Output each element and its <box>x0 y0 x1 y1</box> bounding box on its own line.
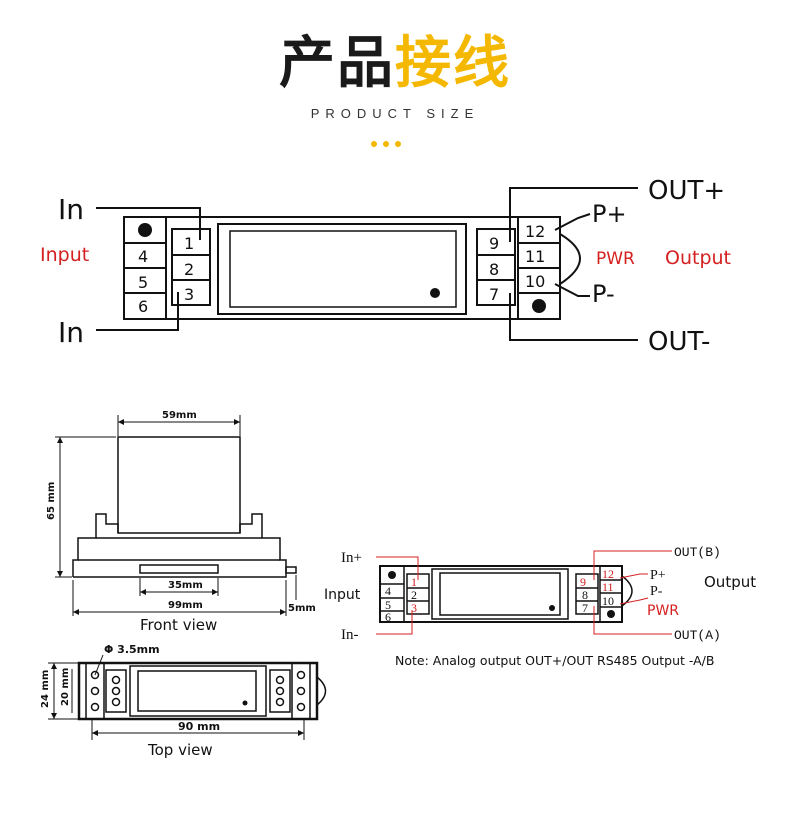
top-view-drawing <box>48 654 327 740</box>
front-view-labels: 59mm 65 mm 35mm 99mm 5mm Front view <box>46 410 316 634</box>
right-terminal-9: 9 <box>489 234 499 253</box>
small-left-terminal-2: 2 <box>411 588 417 602</box>
small-left-strip-4: 4 <box>385 584 391 598</box>
small-label-p-minus: P- <box>650 584 663 599</box>
main-wiring-dots <box>138 223 546 313</box>
small-label-in-minus: In- <box>341 627 359 643</box>
main-wiring-diagram <box>96 187 638 341</box>
top-width-label: 90 mm <box>178 720 220 733</box>
small-right-terminal-7: 7 <box>582 601 588 615</box>
label-out-plus: OUT+ <box>648 176 725 206</box>
small-right-strip-11: 11 <box>602 580 614 594</box>
top-view-arrows <box>51 663 304 736</box>
small-left-strip-6: 6 <box>385 610 391 624</box>
top-body <box>77 661 319 721</box>
front-view-arrows <box>57 419 286 615</box>
small-label-out-a: OUT(A) <box>674 628 721 643</box>
mount-hole-right <box>532 299 546 313</box>
label-output: Output <box>665 247 731 269</box>
right-strip-12: 12 <box>525 222 545 241</box>
page-subtitle: PRODUCT SIZE <box>310 106 480 121</box>
top-height-outer-label: 24 mm <box>40 670 51 708</box>
front-width-label: 59mm <box>162 410 197 421</box>
small-right-strip-12: 12 <box>602 567 614 581</box>
small-wiring-dots <box>388 571 615 618</box>
label-p-minus: P- <box>592 280 615 308</box>
small-label-input: Input <box>324 587 361 603</box>
top-view-labels: Φ 3.5mm 24 mm 20 mm 90 mm Top view <box>40 643 220 759</box>
indicator-dot <box>430 288 440 298</box>
front-rail-label: 35mm <box>168 580 203 591</box>
page-title: 产品接线 <box>0 28 790 100</box>
label-in-bottom: In <box>58 316 84 349</box>
small-left-terminal-1: 1 <box>411 575 417 589</box>
right-strip-10: 10 <box>525 272 545 291</box>
front-tab-label: 5mm <box>288 603 316 614</box>
front-body <box>117 436 241 534</box>
label-out-minus: OUT- <box>648 327 710 357</box>
small-wiring-labels: In+ In- Input 4 5 6 1 2 3 9 8 7 12 11 10… <box>324 545 756 668</box>
left-terminal-2: 2 <box>184 260 194 279</box>
right-strip-11: 11 <box>525 247 545 266</box>
decorative-dots <box>371 132 407 151</box>
label-pwr: PWR <box>596 249 635 269</box>
left-strip-6: 6 <box>138 297 148 316</box>
small-left-terminal-3: 3 <box>411 601 417 615</box>
small-label-p-plus: P+ <box>650 568 666 583</box>
label-p-plus: P+ <box>592 200 627 228</box>
small-right-strip-10: 10 <box>602 594 614 608</box>
small-label-out-b: OUT(B) <box>674 545 721 560</box>
top-view-caption: Top view <box>147 741 213 759</box>
small-label-output: Output <box>704 573 756 591</box>
mount-hole-left <box>138 223 152 237</box>
front-view-caption: Front view <box>140 616 217 634</box>
small-wiring-diagram <box>379 565 633 623</box>
right-terminal-8: 8 <box>489 260 499 279</box>
left-strip-4: 4 <box>138 247 148 266</box>
right-terminal-7: 7 <box>489 285 499 304</box>
top-hole-label: Φ 3.5mm <box>104 643 160 656</box>
left-terminal-3: 3 <box>184 285 194 304</box>
wiring-note: Note: Analog output OUT+/OUT RS485 Outpu… <box>395 653 714 668</box>
small-label-pwr: PWR <box>647 603 679 619</box>
front-base-label: 99mm <box>168 600 203 611</box>
small-label-in-plus: In+ <box>341 550 362 566</box>
small-wiring-red <box>376 550 672 635</box>
label-input: Input <box>40 244 89 266</box>
small-right-terminal-9: 9 <box>580 575 586 589</box>
front-height-label: 65 mm <box>46 482 57 520</box>
title-dark: 产品 <box>279 31 395 96</box>
main-wiring-labels: In In Input 4 5 6 1 2 3 9 8 7 12 11 10 O… <box>40 176 731 357</box>
title-accent: 接线 <box>395 31 511 96</box>
top-height-inner-label: 20 mm <box>60 668 71 706</box>
small-left-strip-5: 5 <box>385 598 391 612</box>
left-strip-5: 5 <box>138 273 148 292</box>
small-right-terminal-8: 8 <box>582 588 588 602</box>
front-view-drawing <box>55 415 297 616</box>
left-terminal-1: 1 <box>184 234 194 253</box>
label-in-top: In <box>58 193 84 226</box>
